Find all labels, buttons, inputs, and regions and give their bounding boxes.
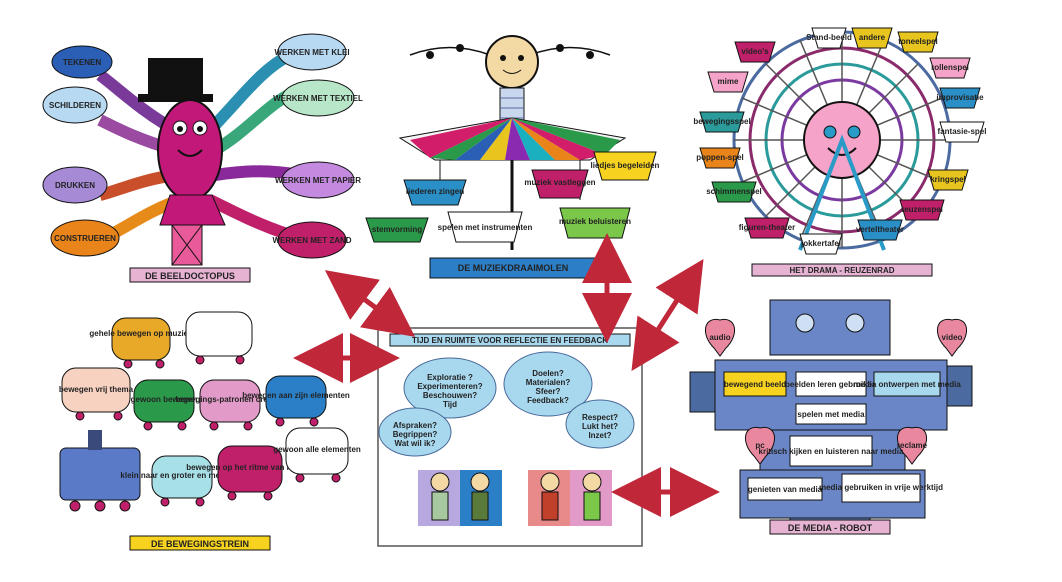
robot-panel: audio video pc reclame bewegend beeld be… [689, 299, 973, 535]
basket-label: muziek beluisteren [559, 217, 631, 226]
cabin-label: andere [859, 33, 886, 42]
carousel-title: DE MUZIEKDRAAIMOLEN [458, 263, 569, 273]
wagon-label: gewoon alle elementen [273, 445, 361, 454]
wheel-title: HET DRAMA - REUZENRAD [789, 266, 894, 275]
cabin-label: kringspel [930, 175, 966, 184]
cabin-label: verteltheater [856, 225, 904, 234]
wheel-banner [751, 263, 933, 277]
train-panel: gehele bewegen op muziek bewegen vrij th… [59, 311, 361, 551]
robot-hearts [705, 318, 967, 465]
arm-label: WERKEN MET TEXTIEL [273, 94, 363, 103]
child-figures-icon [430, 472, 602, 521]
wagon-label: bewegen vrij thema [59, 385, 134, 394]
cloud-text: Respect?Lukt het?Inzet? [582, 413, 618, 440]
robot-panel-label: beelden leren gebruiken [785, 380, 877, 389]
cabin-label: improvisatie [936, 93, 984, 102]
center-title: TIJD EN RUIMTE VOOR REFLECTIE EN FEEDBAC… [412, 336, 608, 345]
arm-label: SCHILDEREN [49, 101, 101, 110]
basket-label: spelen met instrumenten [438, 223, 533, 232]
cabin-label: fantasie-spel [938, 127, 987, 136]
cloud-text: Exploratie ?Experimenteren?Beschouwen?Ti… [417, 373, 482, 409]
center-panel: TIJD EN RUIMTE VOOR REFLECTIE EN FEEDBAC… [377, 327, 643, 547]
robot-banner [769, 519, 891, 535]
train-title: DE BEWEGINGSTREIN [151, 539, 249, 549]
wheel-cabins: Stand-beeld andere toneelspel rollenspel… [693, 27, 987, 255]
octopus-arm-balloons: TEKENEN SCHILDEREN DRUKKEN CONSTRUEREN W… [42, 33, 363, 259]
music-notes-icon [409, 46, 611, 56]
robot-panel-label: media ontwerpen met media [853, 380, 961, 389]
top-hat-icon [148, 58, 203, 98]
cabin-label: reuzenspel [901, 205, 943, 214]
arm-label: CONSTRUEREN [54, 234, 116, 243]
train-wagon [111, 317, 171, 361]
wagon-label: klein naar en groter en met dans [120, 471, 244, 480]
robot-title: DE MEDIA - ROBOT [788, 523, 873, 533]
train-banner [129, 535, 271, 551]
connection-arrows [293, 233, 720, 517]
robot-panel-label: spelen met media [797, 410, 865, 419]
basket-label: liederen zingen [406, 187, 464, 196]
cabin-label: mime [718, 77, 739, 86]
cabin-label: rollenspel [931, 63, 969, 72]
arm-label: WERKEN MET PAPIER [275, 176, 361, 185]
robot-head [769, 299, 891, 356]
heart-label: reclame [897, 441, 928, 450]
basket-label: stemvorming [372, 225, 422, 234]
cabin-label: toneelspel [898, 37, 938, 46]
robot-panel-label: media gebruiken in vrije werktijd [819, 483, 943, 492]
wagon-label: bewegings-patronen creëren [175, 395, 284, 404]
cabin-label: poppen-spel [696, 153, 744, 162]
heart-label: pc [755, 441, 765, 450]
arm-label: WERKEN MET ZAND [272, 236, 351, 245]
cabin-label: video's [741, 47, 769, 56]
cabin-label: figuren-theater [739, 223, 795, 232]
thought-clouds [378, 351, 635, 457]
wagon-label: gewoon bewegen [131, 395, 198, 404]
musician-head [485, 35, 539, 89]
cabin-label: jokkertafel [800, 239, 841, 248]
cabin-label: bewegingsspel [693, 117, 750, 126]
heart-label: audio [709, 333, 730, 342]
wagon-label: gehele bewegen op muziek [89, 329, 193, 338]
arrow-wheel-center [631, 258, 704, 372]
wagon-label: bewegen op het ritme van muziek [186, 463, 314, 472]
heart-label: video [942, 333, 963, 342]
arm-label: WERKEN MET KLEI [274, 48, 349, 57]
cloud-text: Doelen?Materialen?Sfeer?Feedback? [526, 369, 571, 405]
robot-panel-label: genieten van media [748, 485, 823, 494]
arm-label: DRUKKEN [55, 181, 95, 190]
octopus-body [157, 99, 223, 201]
octopus-panel: TEKENEN SCHILDEREN DRUKKEN CONSTRUEREN W… [40, 33, 363, 285]
robot-panel-label: bewegend beeld [724, 380, 786, 389]
cabin-label: schimmenspel [706, 187, 762, 196]
cabin-label: Stand-beeld [806, 33, 852, 42]
arrow-octopus-center [324, 270, 416, 337]
octopus-title: DE BEELDOCTOPUS [145, 271, 235, 281]
carousel-umbrella [410, 118, 620, 160]
cloud-text: Afspraken?Begrippen?Wat wil ik? [393, 421, 438, 448]
wagon-label: bewegen aan zijn elementen [242, 391, 350, 400]
arm-label: TEKENEN [63, 58, 101, 67]
carousel-panel: liederen zingen stemvorming spelen met i… [365, 35, 660, 279]
wheel-panel: Stand-beeld andere toneelspel rollenspel… [693, 27, 987, 277]
carousel-baskets: liederen zingen stemvorming spelen met i… [365, 151, 660, 243]
robot-panel-label: kritisch kijken en luisteren naar media [759, 447, 905, 456]
basket-label: muziek vastleggen [524, 178, 595, 187]
basket-label: liedjes begeleiden [591, 161, 660, 170]
